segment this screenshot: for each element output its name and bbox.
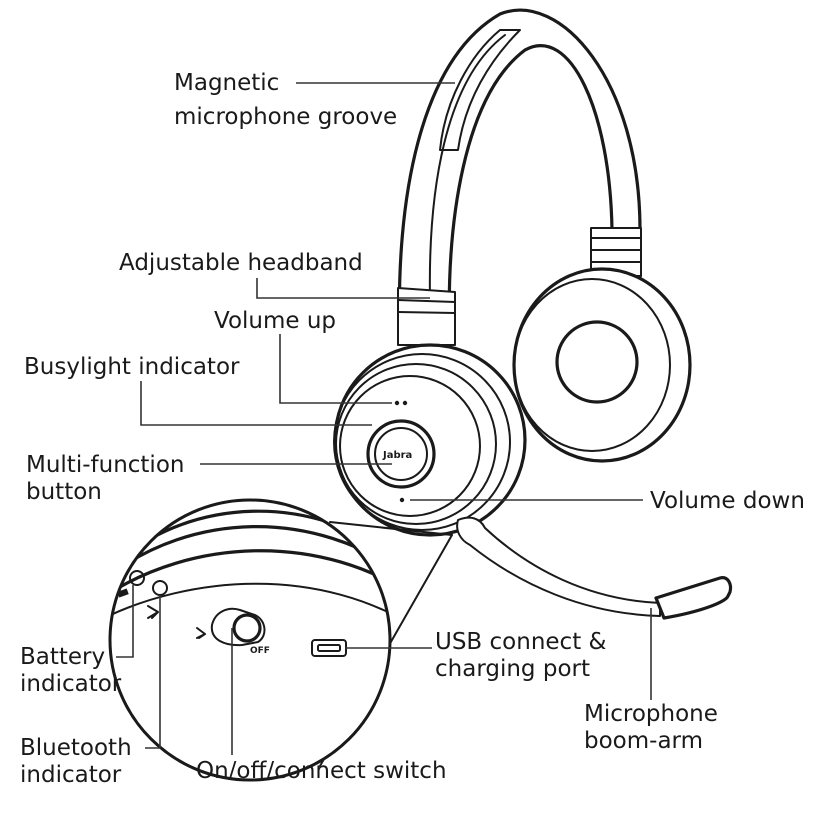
jabra-logo: Jabra — [382, 450, 412, 461]
on-off-connect-switch: OFF — [196, 607, 270, 656]
svg-text:Jab: Jab — [221, 473, 247, 489]
label-volume-down: Volume down — [650, 488, 805, 514]
label-battery-indicator: Battery indicator — [20, 644, 122, 697]
volume-up-dot — [402, 400, 408, 406]
right-earcup — [512, 267, 692, 463]
bluetooth-icon — [196, 627, 206, 639]
switch-off-label: OFF — [250, 646, 270, 656]
label-adjustable-headband: Adjustable headband — [119, 250, 363, 276]
label-microphone-boom-arm: Microphone boom-arm — [584, 701, 718, 754]
volume-up-dot — [394, 400, 400, 406]
label-busylight-indicator: Busylight indicator — [24, 354, 240, 380]
left-earcup: Jabra — [333, 343, 527, 537]
headband — [397, 8, 642, 347]
volume-down-dot — [399, 497, 405, 503]
label-volume-up: Volume up — [214, 308, 337, 334]
label-multi-function-button: Multi-function button — [26, 452, 185, 505]
microphone-boom-arm — [456, 516, 733, 620]
battery-icon — [117, 588, 129, 598]
leader-lines — [116, 82, 652, 755]
label-magnetic-microphone-groove: Magnetic microphone groove — [174, 70, 398, 130]
label-bluetooth-indicator: Bluetooth indicator — [20, 735, 132, 788]
label-on-off-connect-switch: On/off/connect switch — [196, 758, 447, 784]
label-usb-charging-port: USB connect & charging port — [435, 629, 607, 682]
bluetooth-icon — [147, 605, 159, 619]
